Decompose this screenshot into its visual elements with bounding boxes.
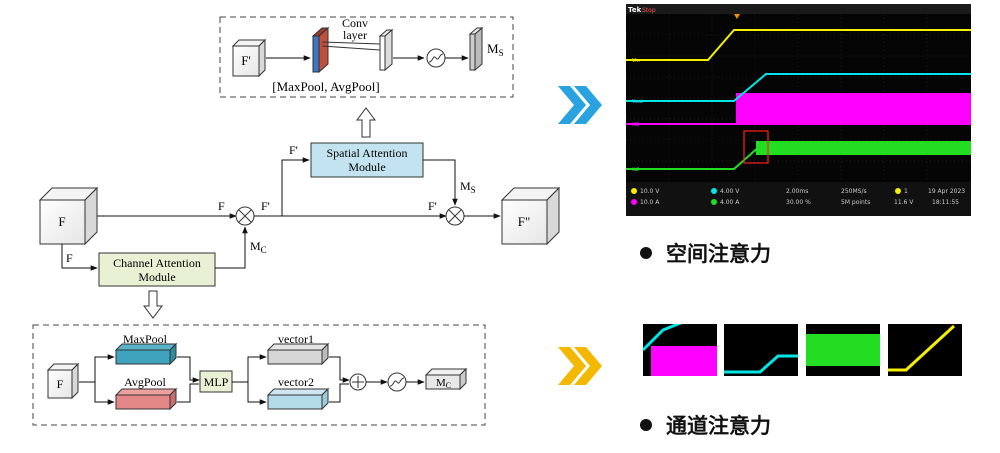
channel-thumb-4 [888,324,962,376]
channel-thumb-2 [724,324,798,376]
svg-text:F': F' [261,199,270,213]
sigmoid-icon [426,48,446,68]
svg-text:vector2: vector2 [278,375,314,389]
svg-text:Spatial Attention: Spatial Attention [327,146,408,160]
channel-attention-caption: 通道注意力 [640,410,771,440]
chevron-double-right-icon-yellow [558,347,602,385]
svg-text:MC: MC [436,377,451,390]
input-feature-cube: F [38,186,99,246]
svg-text:10.0 A: 10.0 A [640,199,660,206]
trace-vin [626,29,971,61]
channel-input-cube: F [46,362,80,400]
svg-text:18:11:55: 18:11:55 [932,199,959,206]
svg-text:11.6 V: 11.6 V [894,199,914,206]
add-node [349,373,367,391]
svg-text:vector1: vector1 [278,332,314,346]
output-feature-label: F" [518,214,531,229]
svg-text:Module: Module [138,270,175,284]
svg-text:iL2: iL2 [632,167,639,173]
svg-text:2.00ms: 2.00ms [786,188,808,195]
svg-text:250MS/s: 250MS/s [841,188,867,195]
vector1-block [266,342,330,366]
main-f-label: F [218,199,225,213]
mc-label: MC [250,239,267,255]
spatial-attention-caption: 空间注意力 [640,238,771,268]
conv-label-1: Conv [342,16,368,30]
svg-text:iL1: iL1 [632,122,639,128]
channel-expand-arrow [143,290,163,319]
scope-brand: Tek [628,6,642,14]
pool-caption: [MaxPool, AvgPool] [272,79,379,94]
svg-text:5M points: 5M points [841,199,870,206]
svg-text:F': F' [428,199,437,213]
spatial-attention-module [310,142,424,178]
zoom-highlight-box [743,130,769,164]
channel-detail-box [32,324,486,426]
scope-status: Stop [642,7,656,14]
avgpool-vector [114,387,178,411]
spatial-detail-box [219,16,514,98]
input-feature-label: F [58,214,65,229]
svg-text:10.0 V: 10.0 V [640,188,660,195]
channel-sigmoid-icon [387,372,407,392]
svg-text:19 Apr 2023: 19 Apr 2023 [928,188,965,195]
bullet-icon [640,419,652,431]
conv-label-2: layer [343,28,367,42]
svg-text:4.00 A: 4.00 A [720,199,740,206]
channel-thumb-3 [806,324,880,376]
channel-thumb-1 [643,324,717,376]
spatial-input-label: F' [241,53,251,68]
output-feature-cube: F" [500,186,561,246]
trigger-marker [734,14,740,19]
svg-text:MaxPool: MaxPool [123,332,168,346]
svg-text:F: F [57,377,64,391]
spatial-output-label: MS [487,41,504,58]
cbam-diagram: F' Conv layer MS [MaxPool, AvgPool] Spat… [32,16,561,426]
svg-text:Vout: Vout [632,99,643,105]
spatial-input-cube: F' [231,38,267,78]
svg-text:F': F' [289,143,298,157]
spatial-expand-arrow [356,107,376,138]
trace-vout [626,73,971,102]
vector2-block [266,387,330,411]
svg-text:AvgPool: AvgPool [124,375,166,389]
ms-label: MS [460,179,476,195]
channel-output-block: MC [424,367,468,391]
svg-text:F: F [66,251,73,265]
multiply-node-2 [445,206,465,226]
svg-text:Module: Module [348,160,385,174]
channel-attention-module [98,252,216,287]
svg-text:Vin: Vin [632,58,640,64]
svg-text:30.00 %: 30.00 % [786,199,811,206]
svg-text:4.00 V: 4.00 V [720,188,740,195]
bullet-icon [640,247,652,259]
pooled-feature-block [311,26,381,74]
svg-text:1: 1 [904,188,908,195]
oscilloscope-screenshot: Tek Stop Vin Vout iL1 iL2 [626,4,971,216]
trace-il2 [626,144,971,170]
svg-text:MLP: MLP [204,375,229,389]
multiply-node-1 [235,206,255,226]
maxpool-vector [114,342,178,366]
svg-text:Channel Attention: Channel Attention [113,256,201,270]
conv-output-plane [378,28,394,72]
chevron-double-right-icon-blue [558,86,602,124]
spatial-output-plane [468,26,484,72]
trace-il1-fill [736,93,971,125]
